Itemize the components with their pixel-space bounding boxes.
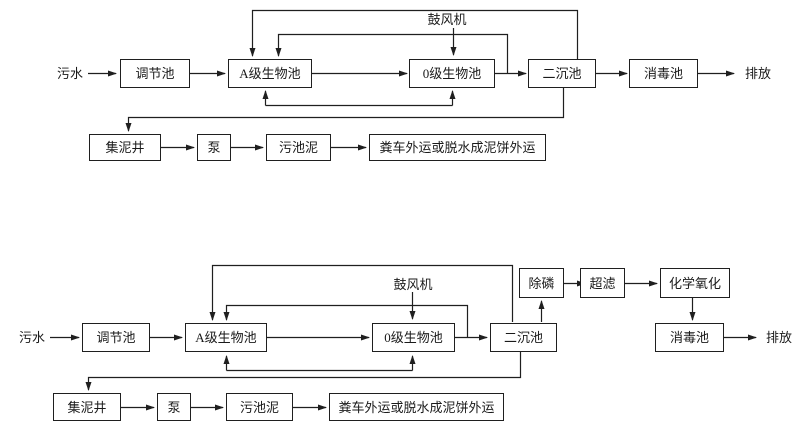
node-sludge-tank-top: 污池泥 bbox=[266, 134, 331, 161]
node-chemical-oxidation-bottom: 化学氧化 bbox=[660, 268, 730, 298]
node-disinfection-tank-top: 消毒池 bbox=[629, 59, 698, 88]
bottom-flowchart-wires bbox=[50, 264, 757, 411]
node-sludge-tank-bottom: 污池泥 bbox=[226, 393, 293, 421]
node-a-bio-tank-top: A级生物池 bbox=[228, 59, 312, 88]
node-sludge-well-bottom: 集泥井 bbox=[53, 393, 121, 421]
node-ultrafiltration-bottom: 超滤 bbox=[580, 268, 625, 298]
top-flowchart-wires bbox=[88, 9, 735, 151]
edge-sludge-return-top bbox=[249, 9, 579, 59]
node-sludge-disposal-bottom: 粪车外运或脱水成泥饼外运 bbox=[329, 393, 504, 421]
edge-sludge-return-bottom bbox=[209, 264, 514, 322]
node-a-bio-tank-bottom: A级生物池 bbox=[185, 323, 267, 352]
influent-label-top: 污水 bbox=[56, 66, 83, 81]
node-disinfection-tank-bottom: 消毒池 bbox=[655, 323, 724, 352]
edge-secondary-to-sludge-well-bottom bbox=[85, 352, 522, 391]
edge-mixed-liquor-return-top bbox=[275, 33, 509, 73]
influent-label-bottom: 污水 bbox=[18, 330, 45, 345]
node-sludge-disposal-top: 粪车外运或脱水成泥饼外运 bbox=[369, 134, 546, 161]
node-pump-top: 泵 bbox=[197, 134, 231, 161]
edge-secondary-to-sludge-well-top bbox=[125, 88, 565, 132]
node-phosphorus-removal-bottom: 除磷 bbox=[519, 268, 564, 298]
node-o-bio-tank-bottom: 0级生物池 bbox=[372, 323, 455, 352]
node-pump-bottom: 泵 bbox=[157, 393, 191, 421]
edge-mixed-liquor-return-bottom bbox=[223, 304, 469, 337]
node-regulating-tank-bottom: 调节池 bbox=[82, 323, 150, 352]
blower-label-bottom: 鼓风机 bbox=[393, 277, 433, 292]
blower-label-top: 鼓风机 bbox=[427, 12, 467, 27]
node-sludge-well-top: 集泥井 bbox=[89, 134, 161, 161]
node-o-bio-tank-top: 0级生物池 bbox=[409, 59, 495, 88]
node-regulating-tank-top: 调节池 bbox=[120, 59, 190, 88]
discharge-label-bottom: 排放 bbox=[765, 330, 792, 345]
discharge-label-top: 排放 bbox=[744, 66, 771, 81]
node-secondary-sedimentation-top: 二沉池 bbox=[528, 59, 596, 88]
node-secondary-sedimentation-bottom: 二沉池 bbox=[490, 323, 557, 352]
